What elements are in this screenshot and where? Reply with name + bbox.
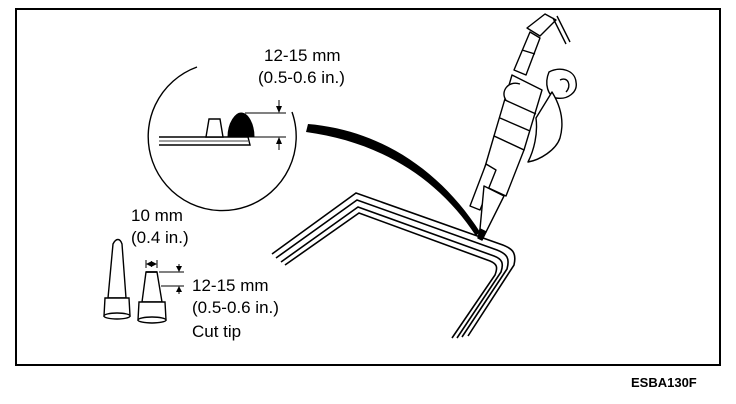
nozzle-width-in: (0.4 in.) — [131, 228, 189, 247]
figure-frame — [15, 8, 721, 366]
cut-tip-label: Cut tip — [192, 322, 242, 341]
detail-bead-height-mm: 12-15 mm — [264, 46, 341, 65]
detail-bead-height-in: (0.5-0.6 in.) — [258, 68, 345, 87]
caulking-gun-icon — [469, 13, 577, 241]
cut-tip-length-in: (0.5-0.6 in.) — [192, 298, 279, 317]
windshield-glass-icon — [271, 192, 516, 339]
nozzle-width-mm: 10 mm — [131, 206, 183, 225]
magnifier-circle-icon — [147, 66, 297, 212]
cut-tip-length-mm: 12-15 mm — [192, 276, 269, 295]
figure-code: ESBA130F — [631, 375, 697, 390]
nozzle-icon — [103, 238, 184, 324]
